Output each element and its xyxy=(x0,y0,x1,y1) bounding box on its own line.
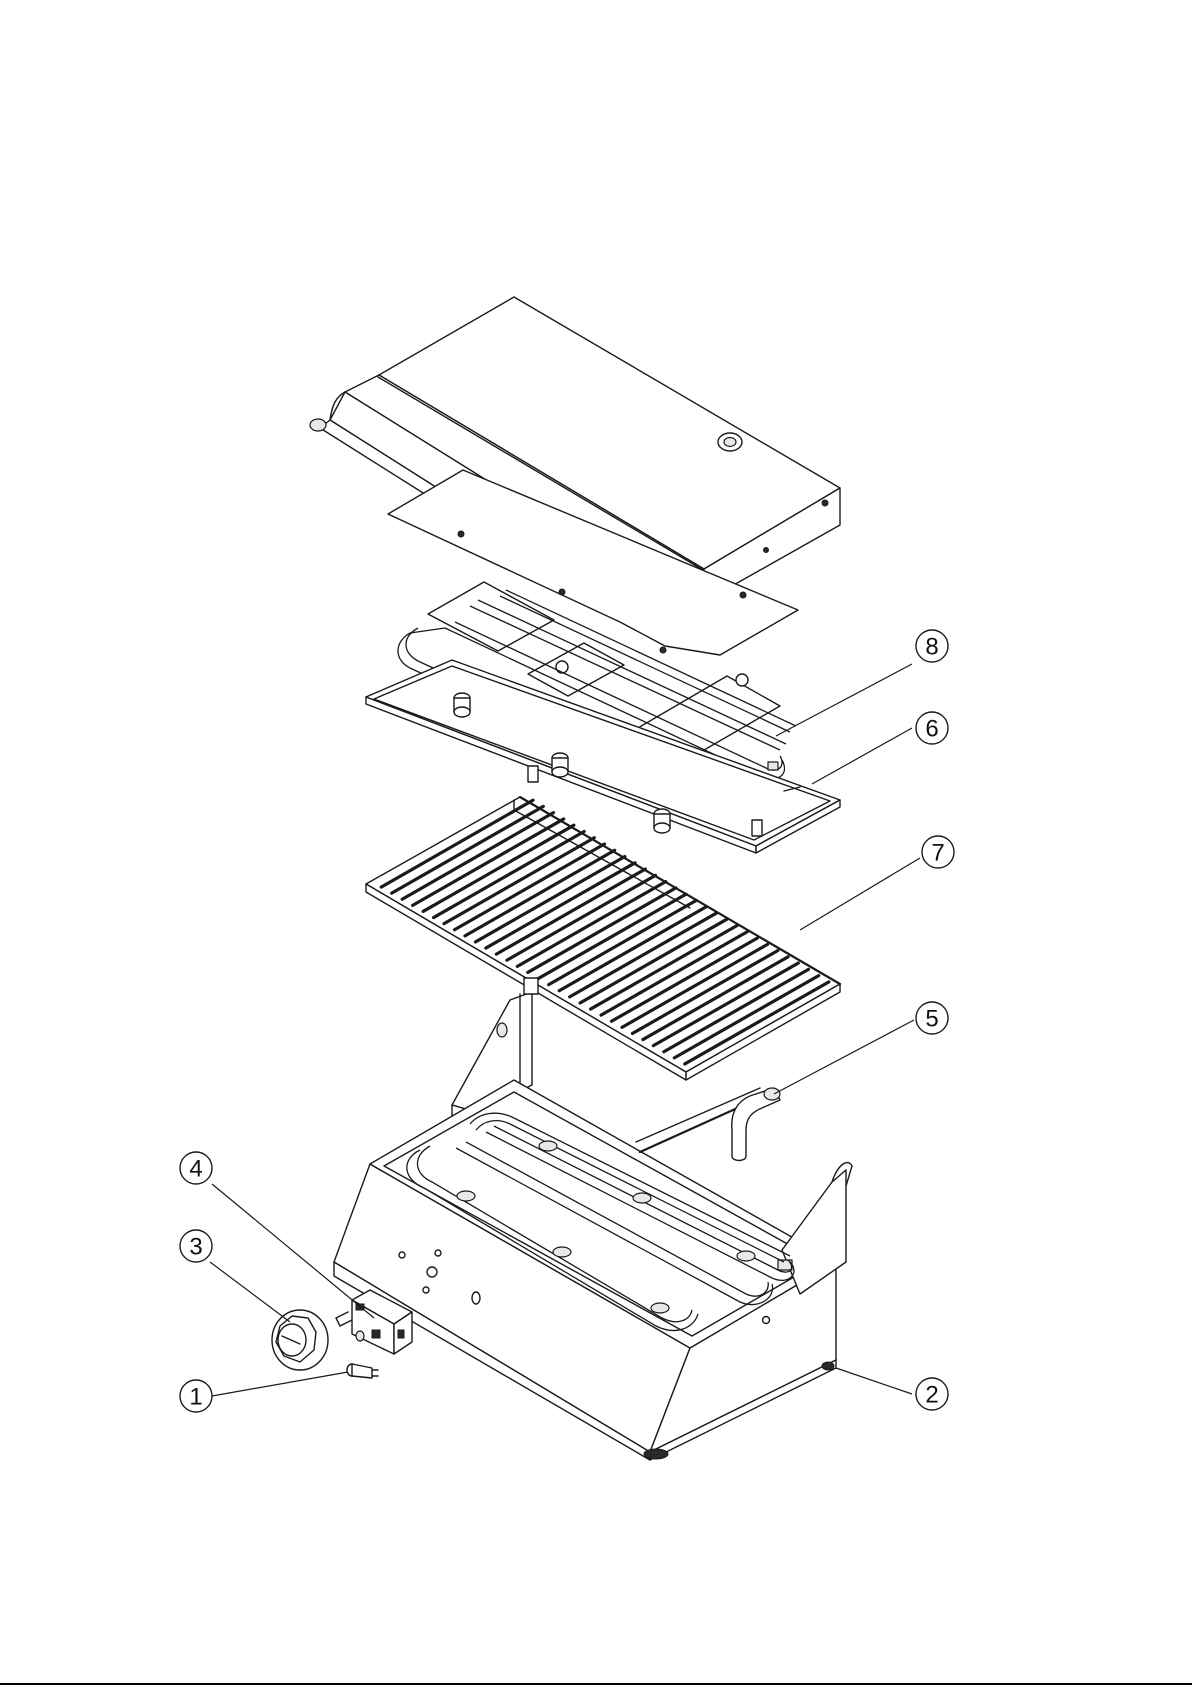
callout-3: 3 xyxy=(180,1230,212,1262)
callout-5-label: 5 xyxy=(925,1006,938,1033)
callout-3-label: 3 xyxy=(189,1234,202,1261)
callout-7-label: 7 xyxy=(931,840,944,867)
stud xyxy=(454,693,470,717)
indicator-lamp xyxy=(347,1364,378,1378)
callout-4: 4 xyxy=(180,1152,212,1184)
callout-4-label: 4 xyxy=(189,1156,202,1183)
callout-2: 2 xyxy=(916,1378,948,1410)
callout-8: 8 xyxy=(916,630,948,662)
callout-6: 6 xyxy=(916,712,948,744)
callout-8-label: 8 xyxy=(925,634,938,661)
thermostat-probe xyxy=(636,1088,780,1161)
callout-1: 1 xyxy=(180,1380,212,1412)
callout-2-label: 2 xyxy=(925,1382,938,1409)
callout-1-label: 1 xyxy=(189,1384,202,1411)
heating-plate-frame xyxy=(366,660,840,853)
callout-7: 7 xyxy=(922,836,954,868)
stud xyxy=(654,809,670,833)
base-housing xyxy=(334,1080,852,1460)
callout-6-label: 6 xyxy=(925,716,938,743)
callout-5: 5 xyxy=(916,1002,948,1034)
control-knob xyxy=(272,1310,328,1370)
stud xyxy=(552,753,568,777)
